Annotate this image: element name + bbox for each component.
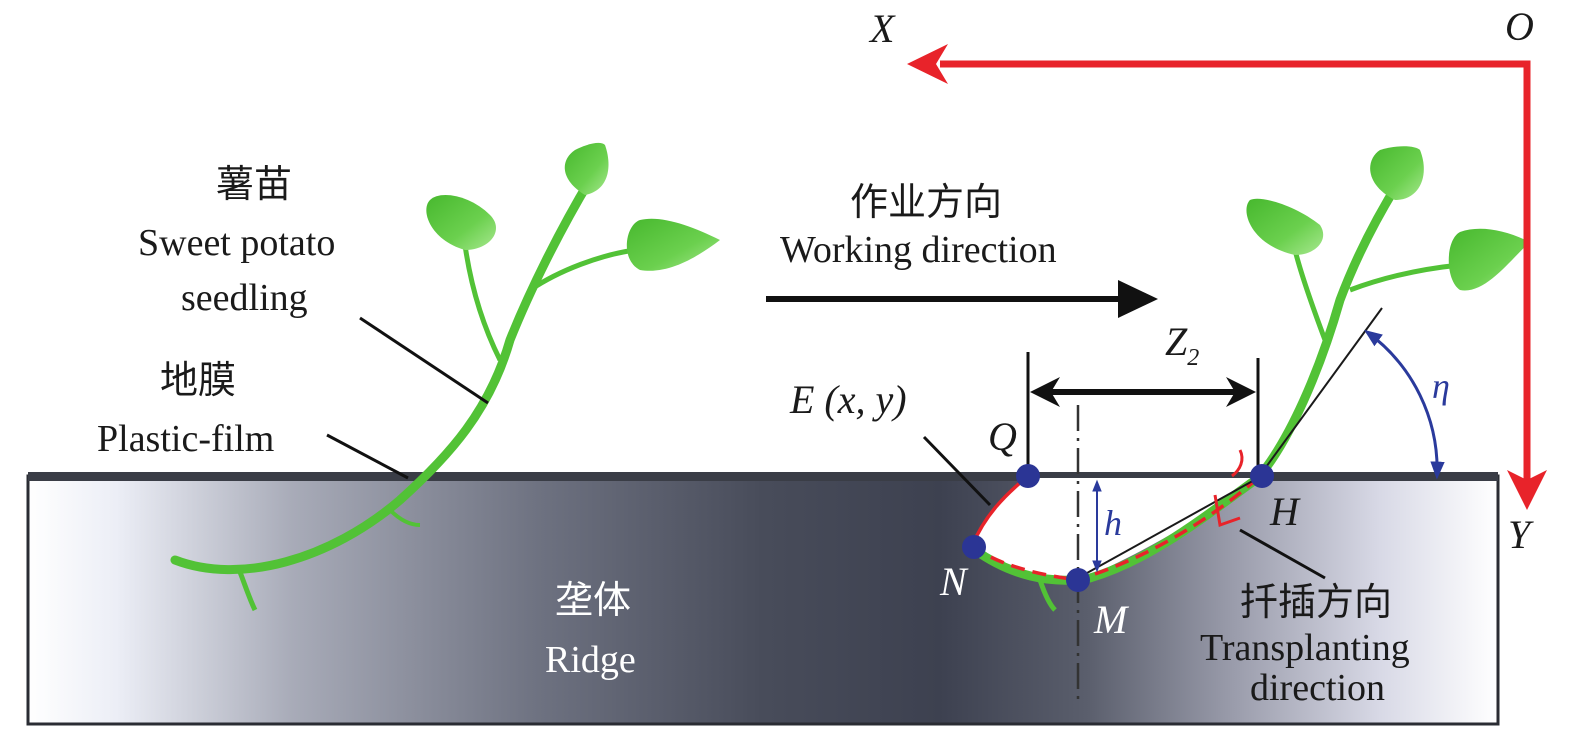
ridge	[26, 472, 1500, 726]
plastic-film-surface	[28, 472, 1498, 481]
z2-label: Z2	[1165, 319, 1199, 371]
trajectory-curve-mh	[1094, 476, 1260, 576]
x-axis	[940, 60, 1531, 482]
film-leader-line	[326, 433, 409, 480]
point-m-label: M	[1093, 597, 1130, 642]
transplant-label-en-1: Transplanting	[1200, 627, 1410, 669]
transplant-leader-line	[1239, 528, 1326, 580]
film-label-en: Plastic-film	[97, 418, 274, 460]
eta-label: η	[1432, 366, 1450, 406]
point-n	[962, 535, 986, 559]
point-h-label: H	[1269, 489, 1301, 534]
transplant-label-en-2: direction	[1250, 667, 1385, 709]
working-direction-cn: 作业方向	[850, 180, 1002, 224]
seedling-left-stem	[170, 175, 595, 575]
curve-leader-line	[922, 435, 992, 507]
leaf-icon	[1448, 228, 1530, 291]
point-m	[1066, 568, 1090, 592]
ridge-label-cn: 垄体	[555, 578, 631, 622]
seedling-label-cn: 薯苗	[216, 162, 292, 206]
working-direction-en: Working direction	[780, 229, 1057, 271]
coordinate-axes: X O Y	[868, 4, 1547, 557]
seedling-left-illustration	[170, 142, 720, 612]
eta-angle-arc	[1364, 329, 1445, 480]
film-label-cn: 地膜	[160, 358, 236, 402]
seedling-leader-line	[359, 316, 489, 405]
leaf-icon	[626, 218, 720, 271]
curve-label: E (x, y)	[789, 377, 907, 422]
point-h	[1250, 464, 1274, 488]
leaf-icon	[564, 142, 609, 195]
stem-reference-line	[1077, 477, 1259, 579]
stem-angle-line	[1257, 307, 1383, 479]
z2-symbol: Z	[1165, 319, 1188, 364]
leaf-icon	[1370, 146, 1424, 200]
origin-label: O	[1505, 4, 1534, 49]
ridge-label-en: Ridge	[545, 639, 636, 681]
arrow-right-icon	[1118, 280, 1158, 318]
h-label: h	[1104, 503, 1122, 543]
seedling-label-en-2: seedling	[181, 277, 308, 319]
point-q-label: Q	[988, 414, 1017, 459]
x-axis-arrow-icon	[907, 44, 948, 84]
working-direction: 作业方向 Working direction	[766, 180, 1158, 318]
transplant-label-cn: 扦插方向	[1240, 580, 1392, 624]
seedling-label-en-1: Sweet potato	[138, 222, 335, 264]
planting-hole	[972, 478, 1258, 580]
x-axis-label: X	[868, 6, 896, 51]
point-q	[1016, 464, 1040, 488]
ridge-body	[26, 474, 1500, 726]
point-n-label: N	[939, 559, 969, 604]
z2-subscript: 2	[1187, 345, 1199, 371]
leaf-icon	[1246, 198, 1324, 255]
dimension-z2: Z2	[1026, 319, 1260, 476]
leaf-icon	[426, 195, 496, 250]
y-axis-arrow-icon	[1507, 470, 1547, 510]
y-axis-label: Y	[1508, 512, 1534, 557]
